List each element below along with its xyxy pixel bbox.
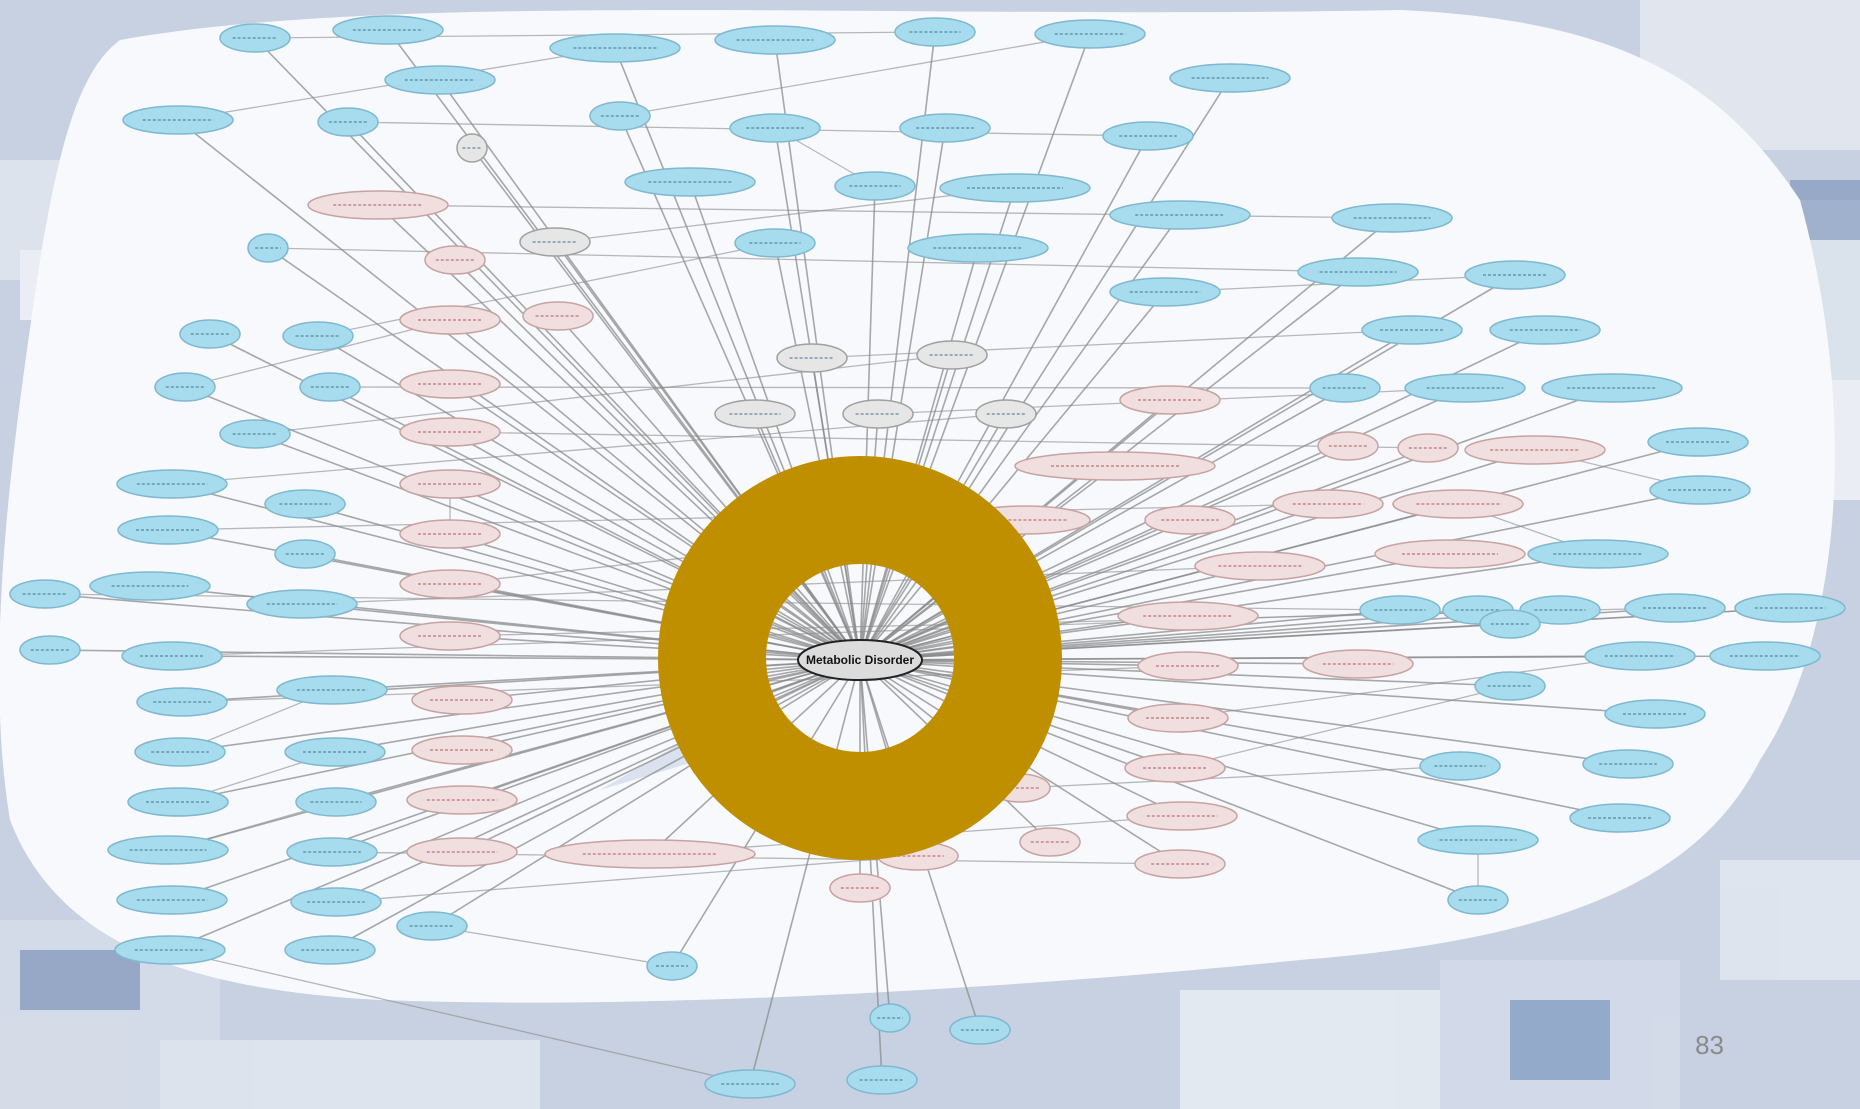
metabolite-node: [19, 635, 81, 665]
metabolite-node: [284, 935, 376, 965]
network-edge: [301, 603, 861, 661]
metabolite-node: [107, 835, 229, 865]
intermediate-node: [975, 399, 1037, 429]
network-edge: [859, 659, 1359, 665]
slide-number: 83: [1695, 1030, 1724, 1060]
disease-node: [1144, 505, 1236, 535]
metabolite-node: [1169, 63, 1291, 93]
metabolite-node: [179, 319, 241, 349]
network-edge: [619, 33, 1091, 117]
metabolite-node: [89, 571, 211, 601]
metabolite-node: [729, 113, 821, 143]
network-edge: [774, 242, 861, 661]
metabolite-node: [1102, 121, 1194, 151]
metabolite-node: [290, 887, 382, 917]
network-edge: [859, 127, 946, 661]
metabolite-node: [154, 372, 216, 402]
metabolite-node: [1109, 200, 1251, 230]
metabolite-node: [1582, 749, 1674, 779]
network-edge: [431, 659, 861, 927]
intermediate-node: [456, 133, 488, 163]
disease-node: [1117, 601, 1259, 631]
disease-node: [1019, 827, 1081, 857]
network-edge: [749, 659, 861, 1085]
metabolite-node: [589, 101, 651, 131]
hub-node: Metabolic Disorder: [797, 639, 923, 681]
network-edge: [449, 483, 861, 661]
metabolite-node: [1417, 825, 1539, 855]
metabolite-node: [899, 113, 991, 143]
network-edge: [454, 259, 861, 661]
metabolite-node: [1527, 539, 1669, 569]
network-edge: [449, 635, 861, 661]
network-edge: [554, 241, 861, 661]
network-edge: [1177, 655, 1641, 719]
network-edge: [334, 659, 861, 753]
metabolite-node: [1541, 373, 1683, 403]
disease-node: [1134, 849, 1226, 879]
network-edge: [449, 533, 861, 661]
metabolite-node: [317, 107, 379, 137]
network-edge: [811, 329, 1413, 359]
network-edge: [449, 431, 1429, 449]
metabolite-node: [299, 372, 361, 402]
network-edge: [449, 383, 861, 661]
metabolite-node: [134, 737, 226, 767]
network-edge: [449, 583, 861, 661]
network-edge: [461, 659, 861, 751]
disease-node: [1317, 431, 1379, 461]
network-edge: [859, 291, 1166, 661]
network-edge: [171, 609, 1479, 657]
network-edge: [449, 431, 861, 661]
metabolite-node: [1479, 609, 1541, 639]
metabolite-node: [907, 233, 1049, 263]
metabolite-node: [1331, 203, 1453, 233]
disease-node: [1014, 451, 1216, 481]
network-edge: [461, 659, 861, 853]
metabolite-node: [286, 837, 378, 867]
metabolite-node: [274, 539, 336, 569]
metabolite-node: [704, 1069, 796, 1099]
network-edge: [169, 949, 751, 1085]
disease-node: [1464, 435, 1606, 465]
network-edge: [331, 659, 861, 691]
disease-node: [1397, 433, 1459, 463]
network-edge: [859, 565, 1261, 661]
network-edge: [184, 319, 451, 388]
disease-node: [307, 190, 449, 220]
metabolite-node: [136, 687, 228, 717]
network-edge: [317, 242, 776, 337]
network-edge: [554, 187, 1016, 243]
disease-node: [829, 873, 891, 903]
metabolite-node: [714, 25, 836, 55]
disease-node: [424, 245, 486, 275]
network-edge: [431, 925, 673, 967]
network-edge: [859, 247, 979, 661]
metabolite-node: [1297, 257, 1419, 287]
network-edge: [859, 503, 1329, 661]
network-edge: [859, 387, 1346, 661]
metabolite-node: [1447, 885, 1509, 915]
metabolite-node: [1404, 373, 1526, 403]
focus-ring: [658, 456, 1062, 860]
hub-node-label: Metabolic Disorder: [806, 653, 914, 667]
network-edge: [859, 609, 1401, 661]
metabolite-node: [949, 1015, 1011, 1045]
